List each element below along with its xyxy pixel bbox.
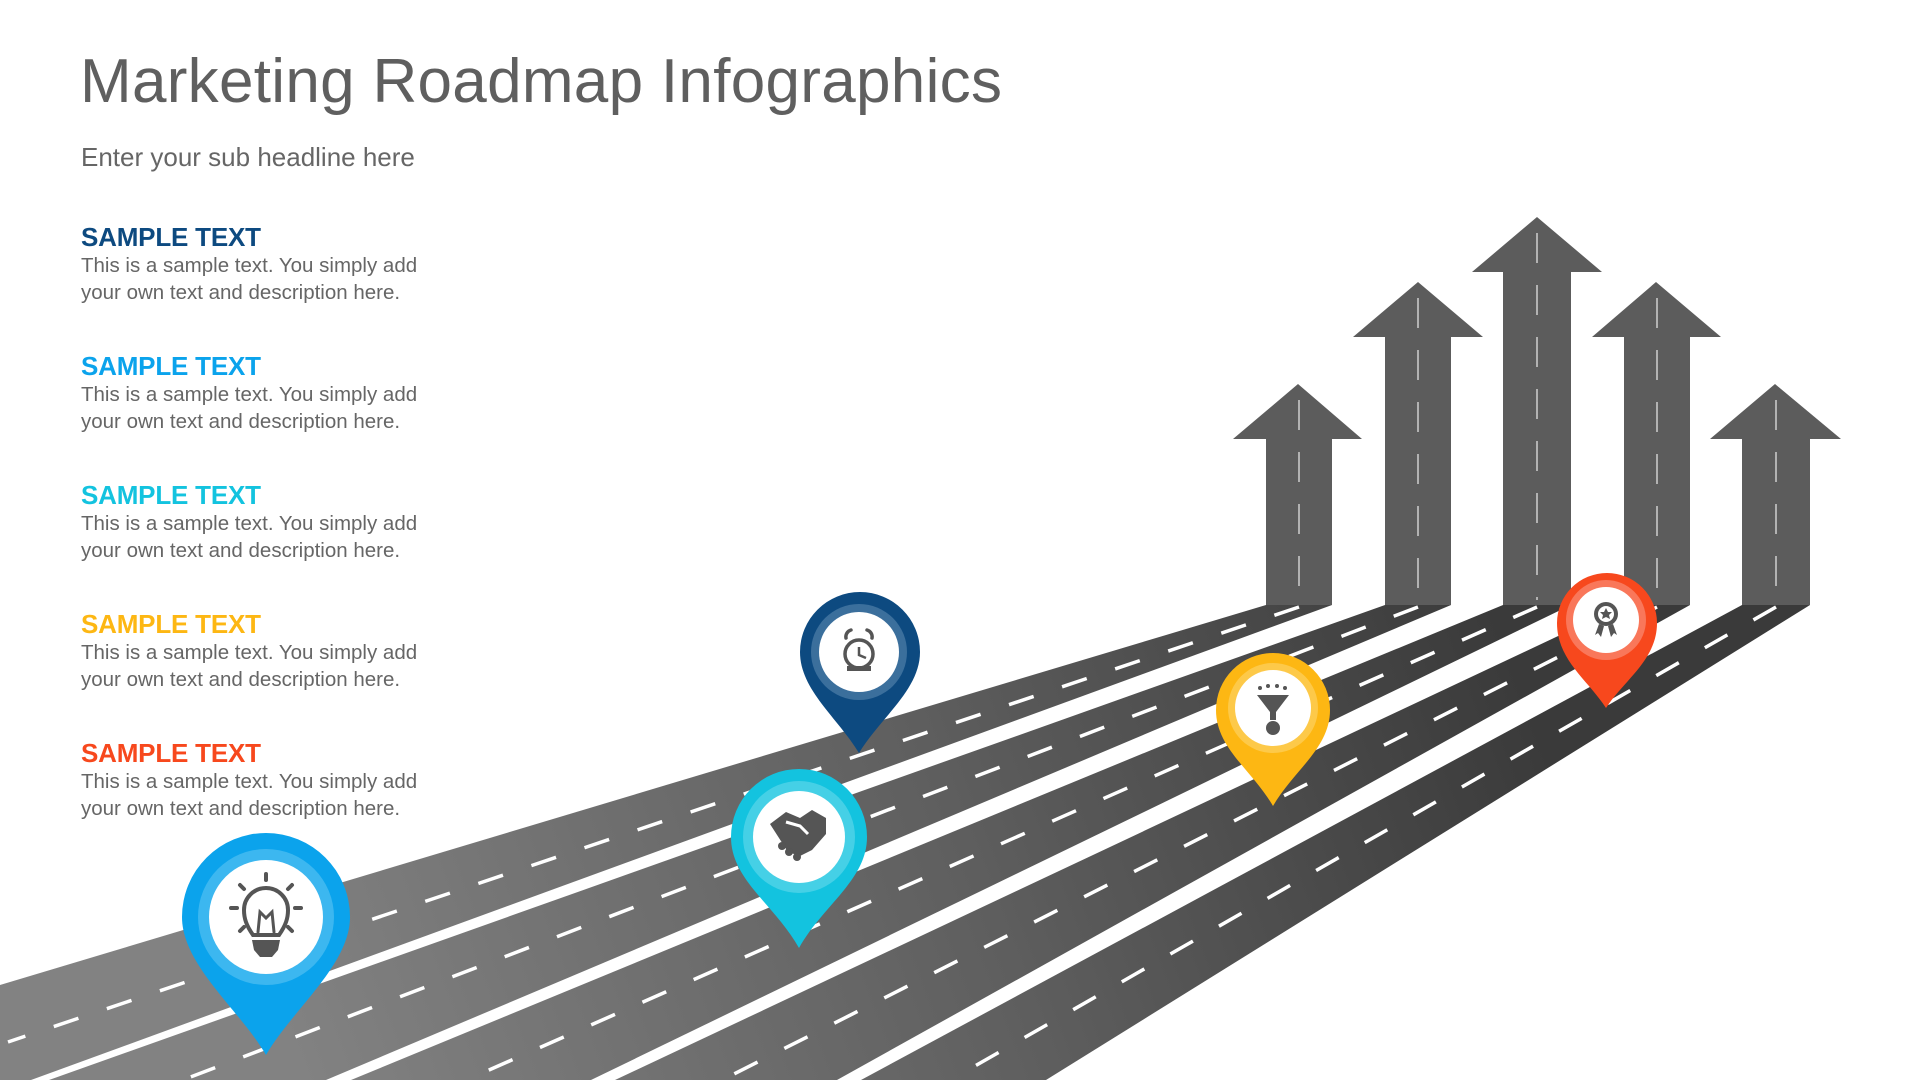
page-title: Marketing Roadmap Infographics	[80, 47, 1003, 116]
legend-item-2: SAMPLE TEXT This is a sample text. You s…	[81, 351, 501, 480]
legend-text: This is a sample text. You simply add	[81, 512, 418, 535]
legend-list: SAMPLE TEXT This is a sample text. You s…	[81, 222, 501, 867]
arrow-5	[1710, 384, 1841, 605]
legend-heading: SAMPLE TEXT	[81, 222, 261, 252]
lightbulb-icon	[229, 872, 303, 937]
pin-5	[1557, 573, 1657, 708]
growth-arrows	[1233, 217, 1841, 605]
legend-item-5: SAMPLE TEXT This is a sample text. You s…	[81, 738, 501, 867]
legend-text: your own text and description here.	[81, 410, 401, 433]
arrow-2	[1353, 282, 1483, 605]
arrow-1	[1233, 384, 1362, 605]
pin-2	[800, 592, 920, 753]
legend-text: your own text and description here.	[81, 797, 401, 820]
arrow-lane-markings	[1298, 233, 1777, 600]
legend-text: This is a sample text. You simply add	[81, 770, 418, 793]
funnel-dollar-icon	[1257, 684, 1289, 735]
legend-heading: SAMPLE TEXT	[81, 480, 261, 510]
road-4	[615, 605, 1690, 1080]
legend-text: This is a sample text. You simply add	[81, 641, 418, 664]
legend-text: This is a sample text. You simply add	[81, 254, 418, 277]
legend-heading: SAMPLE TEXT	[81, 738, 261, 768]
legend-text: This is a sample text. You simply add	[81, 383, 418, 406]
handshake-icon	[770, 810, 826, 861]
legend-heading: SAMPLE TEXT	[81, 609, 261, 639]
legend-text: your own text and description here.	[81, 539, 401, 562]
legend-item-4: SAMPLE TEXT This is a sample text. You s…	[81, 609, 501, 738]
legend-heading: SAMPLE TEXT	[81, 351, 261, 381]
arrow-4	[1592, 282, 1721, 605]
legend-text: your own text and description here.	[81, 281, 401, 304]
legend-item-3: SAMPLE TEXT This is a sample text. You s…	[81, 480, 501, 609]
page-subtitle: Enter your sub headline here	[81, 142, 415, 172]
legend-text: your own text and description here.	[81, 668, 401, 691]
award-badge-icon	[1594, 602, 1618, 637]
legend-item-1: SAMPLE TEXT This is a sample text. You s…	[81, 222, 501, 351]
pin-1	[181, 832, 350, 1055]
pin-4	[1216, 653, 1330, 806]
pin-3	[731, 769, 867, 948]
